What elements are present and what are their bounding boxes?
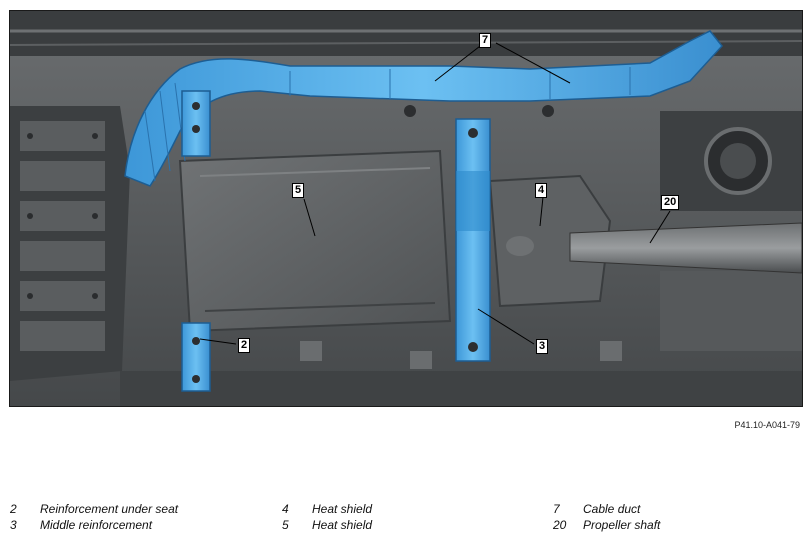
legend-item: 20 Propeller shaft	[553, 518, 660, 532]
heat-shield-5	[178, 149, 452, 333]
legend-number: 7	[553, 502, 560, 516]
figure-reference: P41.10-A041-79	[734, 420, 800, 430]
legend-item: 4 Heat shield	[282, 502, 372, 516]
legend-item: 3 Middle reinforcement	[10, 518, 152, 532]
callout-3: 3	[536, 339, 549, 354]
legend-number: 3	[10, 518, 17, 532]
legend-label: Reinforcement under seat	[40, 502, 179, 516]
legend-label: Cable duct	[583, 502, 641, 516]
legend-item: 5 Heat shield	[282, 518, 372, 532]
legend-label: Heat shield	[312, 502, 373, 516]
middle-reinforcement-3	[455, 118, 491, 362]
cable-duct-7	[124, 30, 723, 187]
callout-20: 20	[661, 195, 680, 210]
legend-label: Propeller shaft	[583, 518, 661, 532]
top-frame	[10, 11, 802, 56]
legend-item: 7 Cable duct	[553, 502, 640, 516]
legend-number: 4	[282, 502, 289, 516]
legend-label: Middle reinforcement	[40, 518, 153, 532]
callout-5: 5	[292, 183, 305, 198]
legend-number: 20	[553, 518, 567, 532]
underbody-illustration: 7 5 4 20 2 3	[9, 10, 803, 407]
left-panel-ribs	[20, 121, 105, 351]
callout-4: 4	[535, 183, 548, 198]
reinforcement-under-seat-top	[181, 90, 211, 157]
callout-2: 2	[238, 338, 251, 353]
legend-item: 2 Reinforcement under seat	[10, 502, 178, 516]
callout-7: 7	[479, 33, 492, 48]
legend-number: 2	[10, 502, 17, 516]
legend-number: 5	[282, 518, 289, 532]
propeller-shaft	[569, 222, 802, 274]
underbody-drawing	[10, 11, 802, 406]
legend-label: Heat shield	[312, 518, 373, 532]
